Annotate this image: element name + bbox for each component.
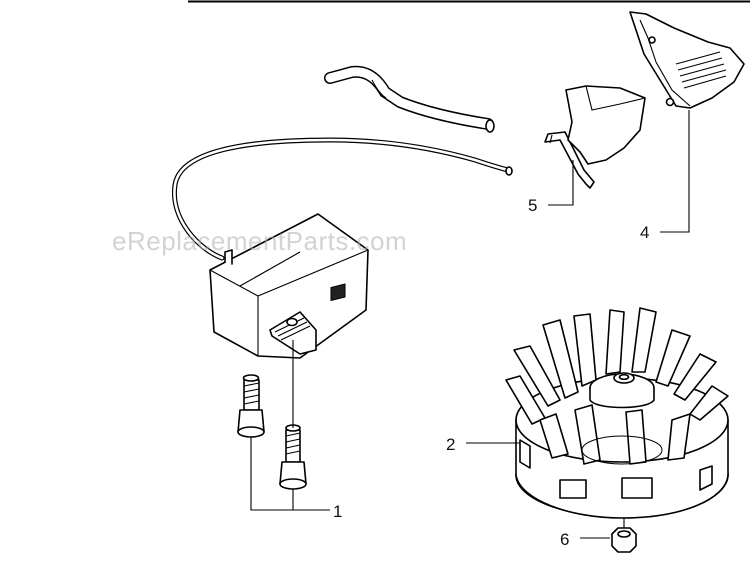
leader-4: [660, 110, 690, 233]
stop-switch-housing: [629, 11, 745, 109]
ignition-wire: [171, 65, 513, 261]
stop-switch-cover-part: [565, 85, 646, 165]
callout-4: 4: [640, 223, 649, 242]
flywheel-nut: [611, 527, 637, 553]
flywheel: [505, 307, 729, 519]
leader-1: [250, 340, 330, 511]
callout-6: 6: [560, 530, 569, 549]
callout-2: 2: [446, 435, 455, 454]
callout-1: 1: [333, 502, 342, 521]
callout-5: 5: [528, 196, 537, 215]
ignition-module: [209, 213, 369, 359]
module-screw-right: [279, 424, 307, 490]
leader-5: [548, 160, 574, 206]
leader-6: [580, 518, 625, 539]
stop-switch-clip: [544, 131, 595, 189]
module-screw-left: [237, 374, 265, 438]
watermark-text: eReplacementParts.com: [112, 226, 408, 256]
